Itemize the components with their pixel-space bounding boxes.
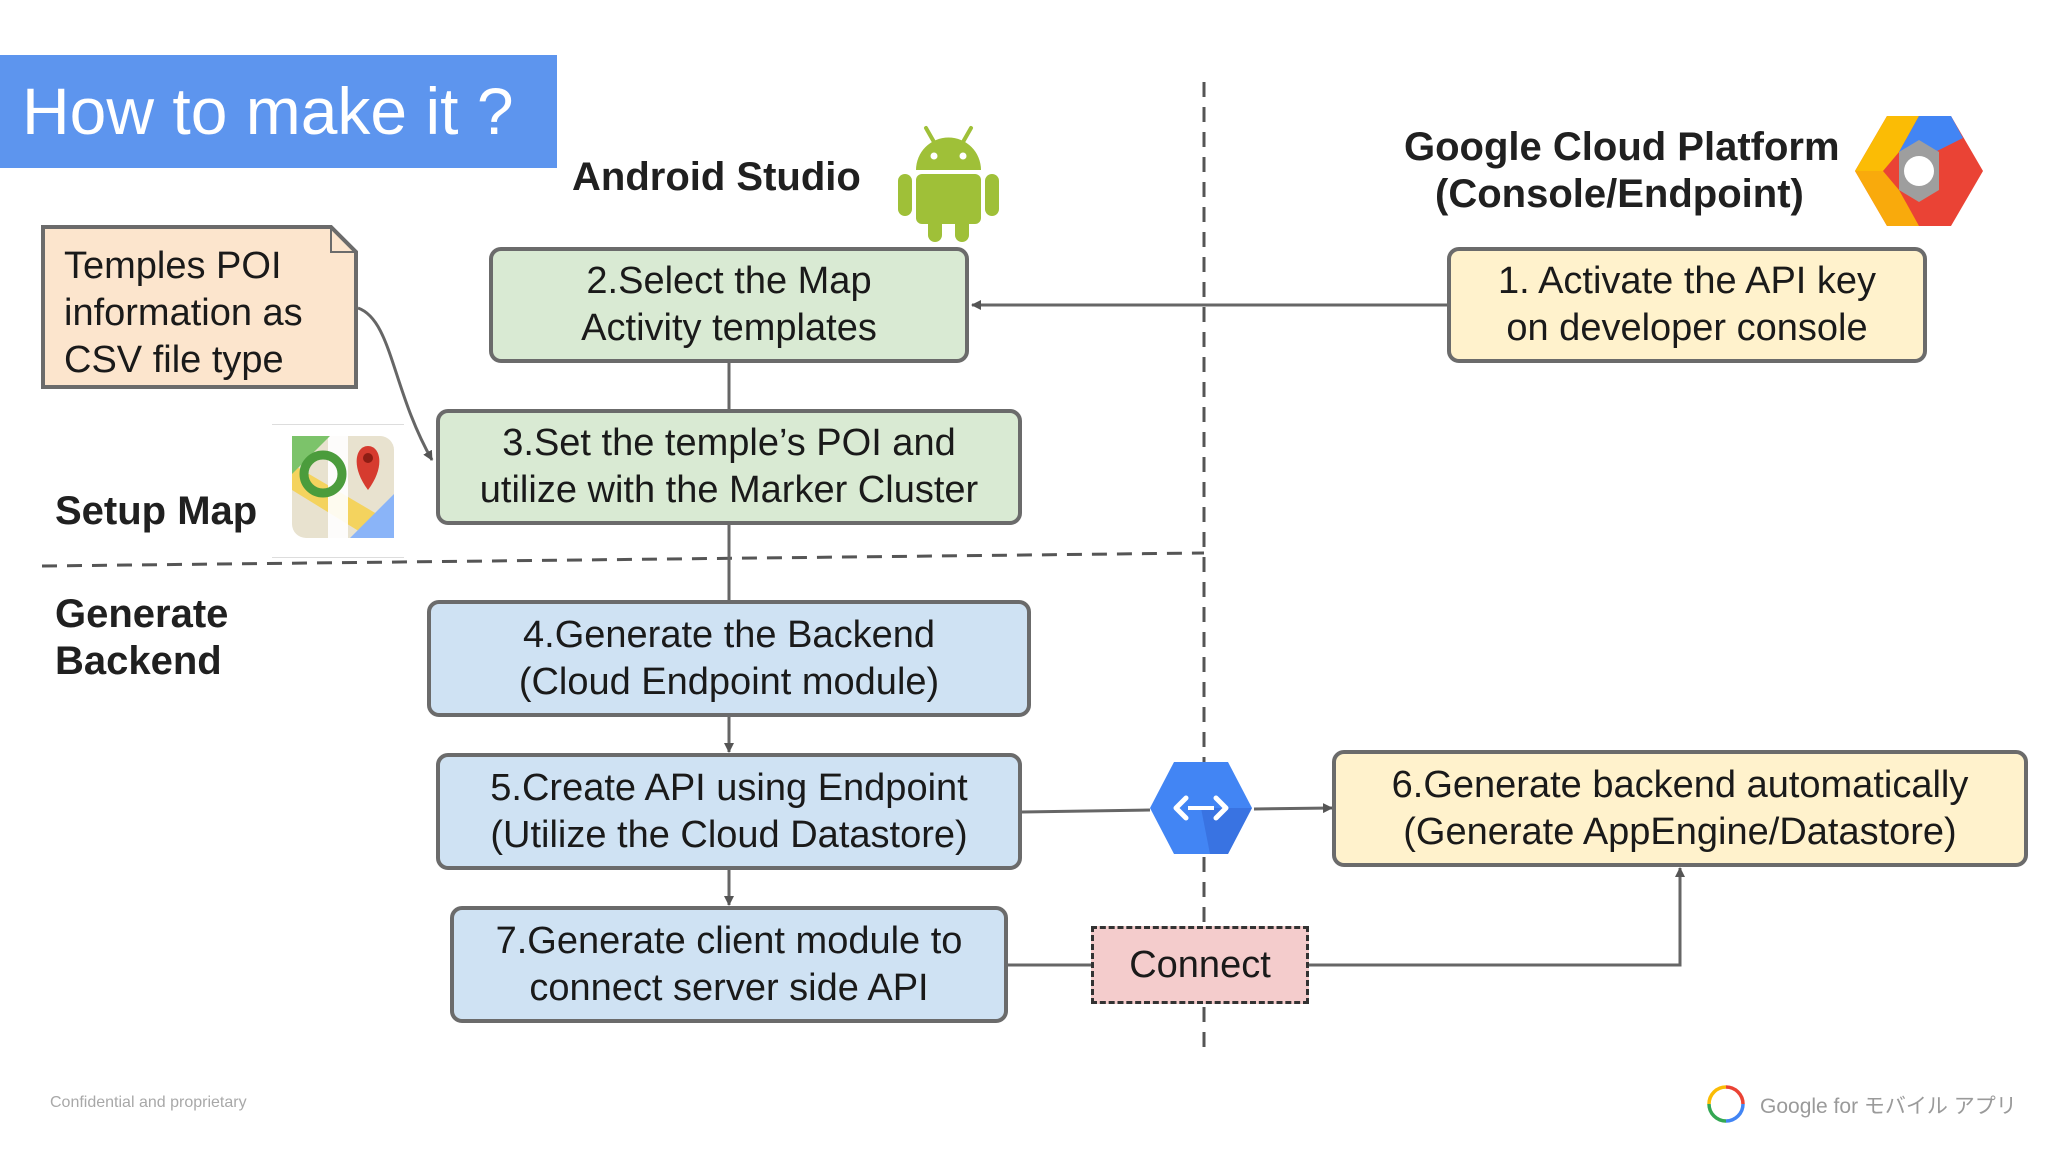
google-cloud-platform-icon (1855, 116, 1983, 226)
step4-box: 4.Generate the Backend (Cloud Endpoint m… (427, 600, 1031, 717)
step5-text: 5.Create API using Endpoint (Utilize the… (490, 766, 968, 856)
step2-box: 2.Select the Map Activity templates (489, 247, 969, 363)
gcp-header-line1: Google Cloud Platform (1404, 125, 1840, 169)
slide-title: How to make it ? (22, 74, 514, 148)
step7-text: 7.Generate client module to connect serv… (495, 919, 963, 1009)
note-box (41, 225, 358, 389)
step5-box: 5.Create API using Endpoint (Utilize the… (436, 753, 1022, 870)
connect-box: Connect (1091, 926, 1309, 1004)
gcp-header-line2: (Console/Endpoint) (1435, 172, 1804, 216)
generate-backend-label-line1: Generate (55, 592, 229, 636)
step1-text: 1. Activate the API key on developer con… (1497, 260, 1877, 349)
google-maps-icon (292, 436, 394, 538)
step2-text: 2.Select the Map Activity templates (581, 260, 877, 349)
footer-confidential: Confidential and proprietary (50, 1094, 247, 1111)
arrow-connect-to-step6 (1308, 867, 1685, 967)
step7-box: 7.Generate client module to connect serv… (450, 906, 1008, 1023)
arrow-endpoint-to-step6 (1253, 803, 1333, 814)
step3-text: 3.Set the temple’s POI and utilize with … (479, 422, 979, 511)
generate-backend-label-line2: Backend (55, 639, 222, 683)
android-icon (898, 126, 999, 242)
google-logo-icon (1707, 1085, 1745, 1123)
android-studio-header: Android Studio (572, 155, 861, 199)
cloud-endpoints-icon (1150, 762, 1252, 854)
arrow-note-to-step3 (357, 306, 434, 461)
step3-box: 3.Set the temple’s POI and utilize with … (436, 409, 1022, 525)
note-text: Temples POI information as CSV file type (64, 245, 303, 381)
step6-text: 6.Generate backend automatically (Genera… (1391, 763, 1969, 853)
step4-text: 4.Generate the Backend (Cloud Endpoint m… (518, 613, 940, 703)
step1-box: 1. Activate the API key on developer con… (1447, 247, 1927, 363)
step6-box: 6.Generate backend automatically (Genera… (1332, 750, 2028, 867)
horizontal-divider (41, 551, 1205, 568)
connect-label: Connect (1129, 943, 1271, 986)
footer-brand: Google for モバイル アプリ (1760, 1095, 2017, 1118)
setup-map-label: Setup Map (55, 489, 258, 533)
title-banner: How to make it ? (0, 55, 557, 168)
maps-icon-frame (272, 424, 404, 558)
line-step5-to-endpoint (1021, 808, 1151, 814)
